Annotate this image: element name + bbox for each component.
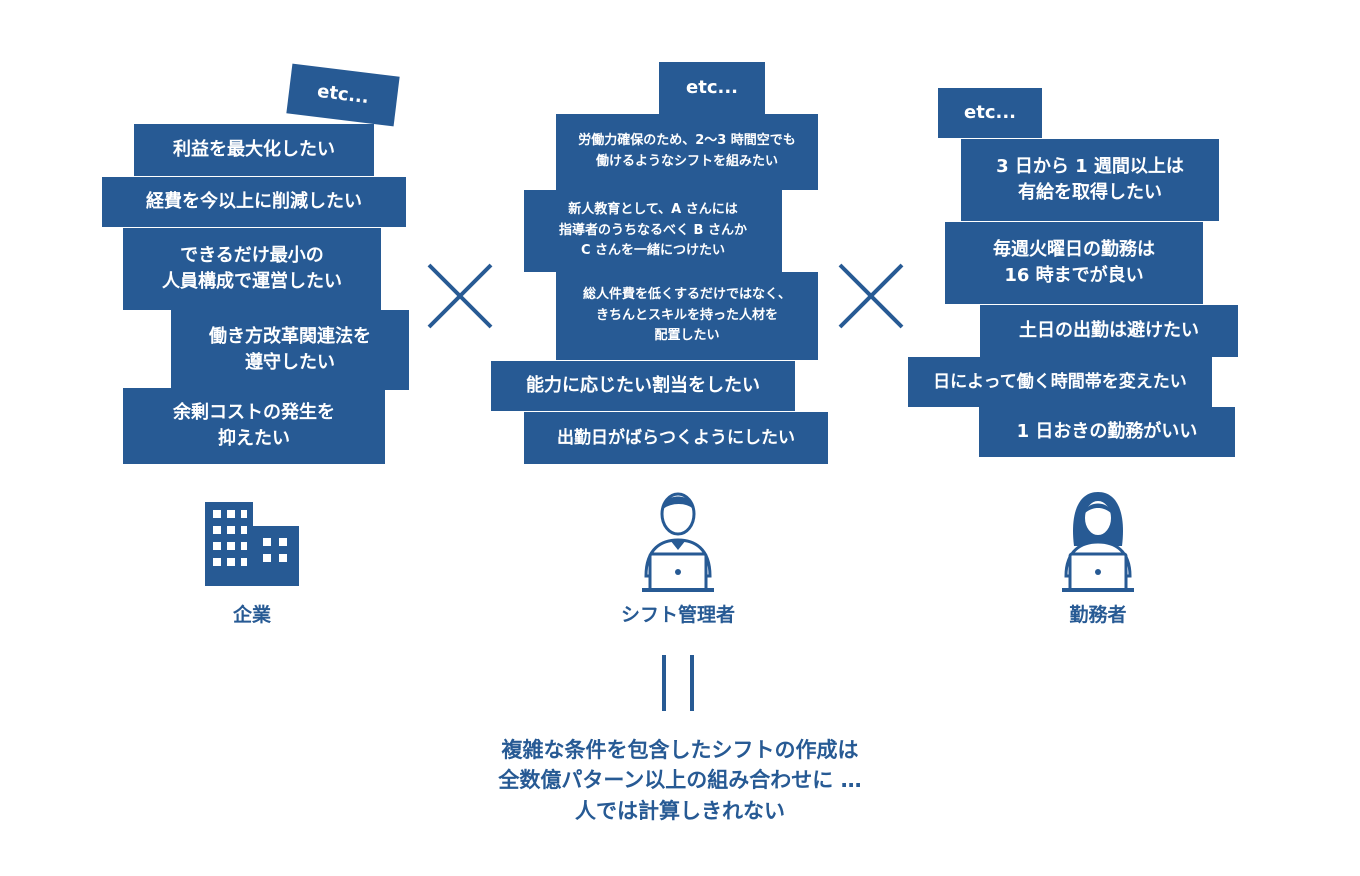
caption-company: 企業 (232, 604, 271, 626)
multiply-icon (427, 263, 493, 329)
conclusion-line-2: 全数億パターン以上の組み合わせに … (498, 768, 862, 793)
conclusion-line-1: 複雑な条件を包含したシフトの作成は (501, 738, 859, 762)
worker-need-1: 3 日から 1 週間以上は 有給を取得したい (961, 139, 1219, 221)
company-need-4: 働き方改革関連法を 遵守したい (171, 310, 409, 390)
conclusion-text: 複雑な条件を包含したシフトの作成は 全数億パターン以上の組み合わせに … 人では… (380, 735, 980, 826)
manager-need-2: 新人教育として、A さんには 指導者のうちなるべく B さんか C さんを一緒に… (524, 190, 782, 272)
etc-box-worker: etc... (938, 88, 1042, 138)
worker-need-3: 土日の出勤は避けたい (980, 305, 1238, 357)
multiply-icon (838, 263, 904, 329)
conclusion-line-3: 人では計算しきれない (575, 798, 785, 823)
manager-with-laptop-icon (642, 492, 714, 592)
etc-box-manager: etc... (659, 62, 765, 114)
company-need-3: できるだけ最小の 人員構成で運営したい (123, 228, 381, 310)
worker-need-5: 1 日おきの勤務がいい (979, 407, 1235, 457)
manager-need-1: 労働力確保のため、2〜3 時間空でも 働けるようなシフトを組みたい (556, 114, 818, 190)
worker-need-4: 日によって働く時間帯を変えたい (908, 357, 1212, 407)
company-need-2: 経費を今以上に削減したい (102, 177, 406, 227)
equals-icon (662, 655, 694, 711)
etc-box-company: etc... (286, 63, 400, 127)
caption-manager: シフト管理者 (620, 604, 735, 626)
manager-need-5: 出勤日がばらつくようにしたい (524, 412, 828, 464)
worker-need-2: 毎週火曜日の勤務は 16 時までが良い (945, 222, 1203, 304)
manager-need-4: 能力に応じたい割当をしたい (491, 361, 795, 411)
company-need-1: 利益を最大化したい (134, 124, 374, 176)
caption-worker: 勤務者 (1069, 604, 1127, 626)
manager-need-3: 総人件費を低くするだけではなく、 きちんとスキルを持った人材を 配置したい (556, 272, 818, 360)
building-icon (205, 502, 299, 586)
company-need-5: 余剰コストの発生を 抑えたい (123, 388, 385, 464)
worker-with-laptop-icon (1062, 492, 1134, 592)
